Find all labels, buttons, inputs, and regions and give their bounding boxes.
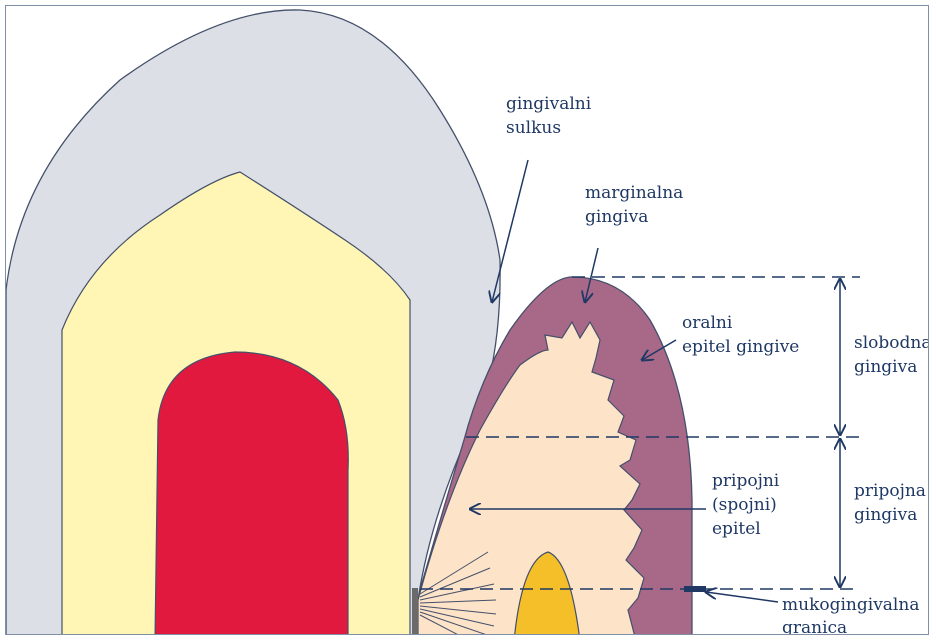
label-mucogingival-junction: mukogingivalna granica xyxy=(782,595,925,638)
mucogingival-pointer-arrow xyxy=(706,592,778,602)
sulcus-pointer-arrow xyxy=(492,160,528,302)
cementum-edge xyxy=(412,588,418,641)
mucogingival-marker xyxy=(684,586,706,592)
label-free-gingiva: slobodna gingiva xyxy=(854,333,936,377)
label-oral-epithelium: oralni epitel gingive xyxy=(682,313,799,357)
label-gingival-sulcus: gingivalni sulkus xyxy=(506,94,597,138)
pulp-shape xyxy=(155,352,348,641)
label-junctional-epithelium: pripojni (spojni) epitel xyxy=(712,471,785,539)
label-marginal-gingiva: marginalna gingiva xyxy=(585,183,689,227)
label-attached-gingiva: pripojna gingiva xyxy=(854,481,931,525)
